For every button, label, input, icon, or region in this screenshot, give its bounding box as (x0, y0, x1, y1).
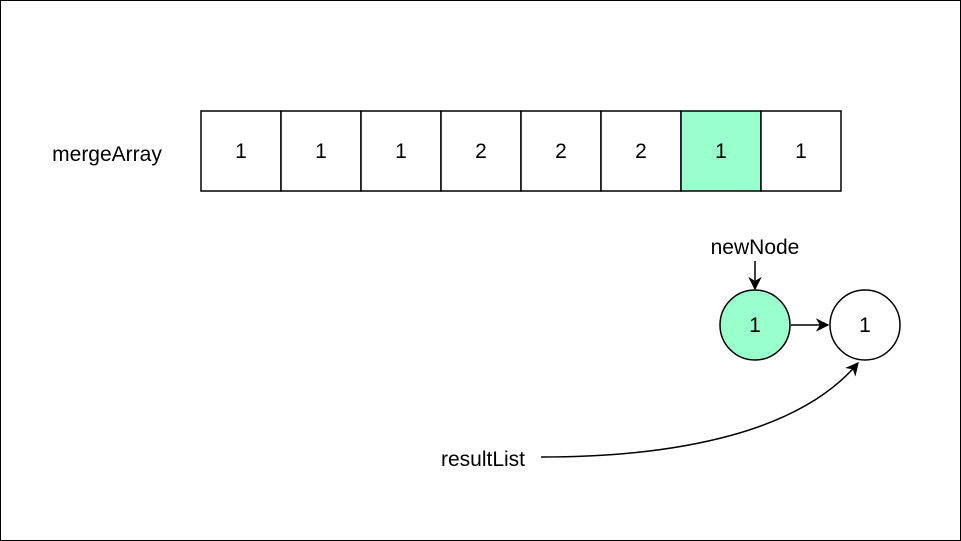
new-node: 1 (719, 289, 791, 361)
new-node-label: newNode (711, 236, 800, 259)
array-cell-value: 1 (235, 140, 247, 163)
merge-array: 1 1 1 2 2 2 1 1 (200, 110, 842, 192)
array-cell-value: 1 (795, 140, 807, 163)
array-cell: 1 (280, 110, 362, 192)
array-cell-box (280, 110, 362, 192)
array-cell-box-highlighted (680, 110, 762, 192)
node-circle (829, 289, 901, 361)
array-cell-box (360, 110, 442, 192)
array-cell: 2 (440, 110, 522, 192)
list-node: 1 (829, 289, 901, 361)
array-cell-value: 1 (395, 140, 407, 163)
array-cell: 1 (200, 110, 282, 192)
array-cell: 1 (760, 110, 842, 192)
array-cell-value: 2 (635, 140, 647, 163)
array-cell: 2 (520, 110, 602, 192)
array-cell: 1 (360, 110, 442, 192)
node-value: 1 (749, 314, 761, 337)
array-cell-value: 1 (315, 140, 327, 163)
node-value: 1 (859, 314, 871, 337)
result-list-label: resultList (441, 448, 525, 471)
array-cell-box (760, 110, 842, 192)
merge-array-label: mergeArray (52, 143, 162, 166)
array-cell-value: 1 (715, 140, 727, 163)
array-cell-value: 2 (555, 140, 567, 163)
result-list-pointer-arrow (540, 361, 859, 458)
array-cell-box (600, 110, 682, 192)
array-cell: 1 (680, 110, 762, 192)
array-cell-box (520, 110, 602, 192)
array-cell-box (200, 110, 282, 192)
array-cell: 2 (600, 110, 682, 192)
array-cell-value: 2 (475, 140, 487, 163)
node-circle-highlighted (719, 289, 791, 361)
